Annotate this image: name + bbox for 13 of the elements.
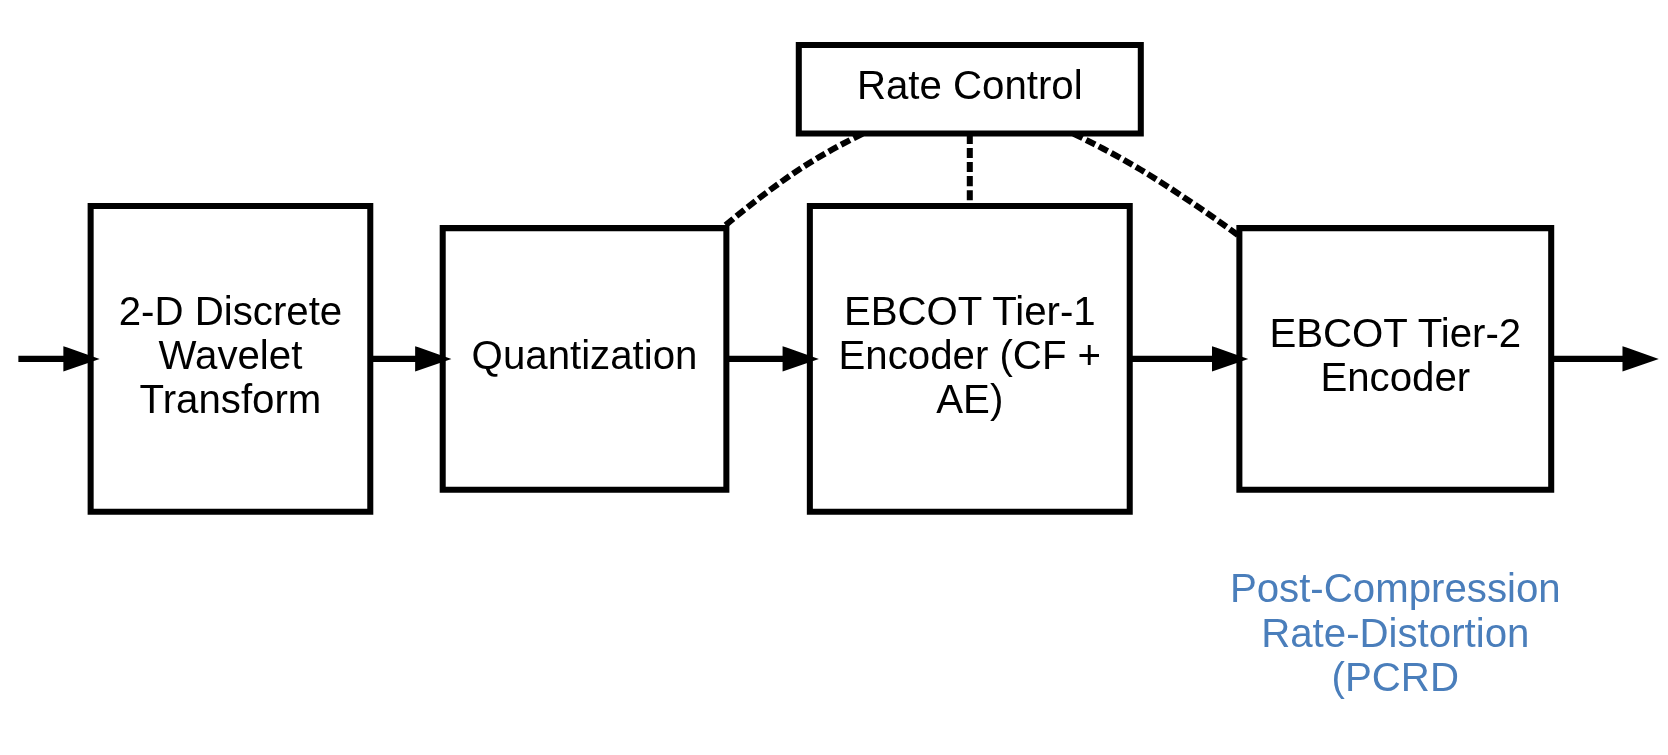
connector [966,133,973,206]
arrow [1551,345,1659,372]
arrow [1129,345,1249,372]
arrow [370,345,452,372]
node-box: EBCOT Tier-2 Encoder [1236,224,1555,493]
node-box: 2-D Discrete Wavelet Transform [87,202,374,515]
connector [720,130,864,230]
arrow [726,345,819,372]
node-box: Rate Control [795,41,1144,137]
node-box: Quantization [439,224,730,493]
node-box: EBCOT Tier-1 Encoder (CF + AE) [806,202,1133,515]
arrow [18,345,100,372]
label: Post-Compression Rate-Distortion (PCRD [1229,565,1561,700]
